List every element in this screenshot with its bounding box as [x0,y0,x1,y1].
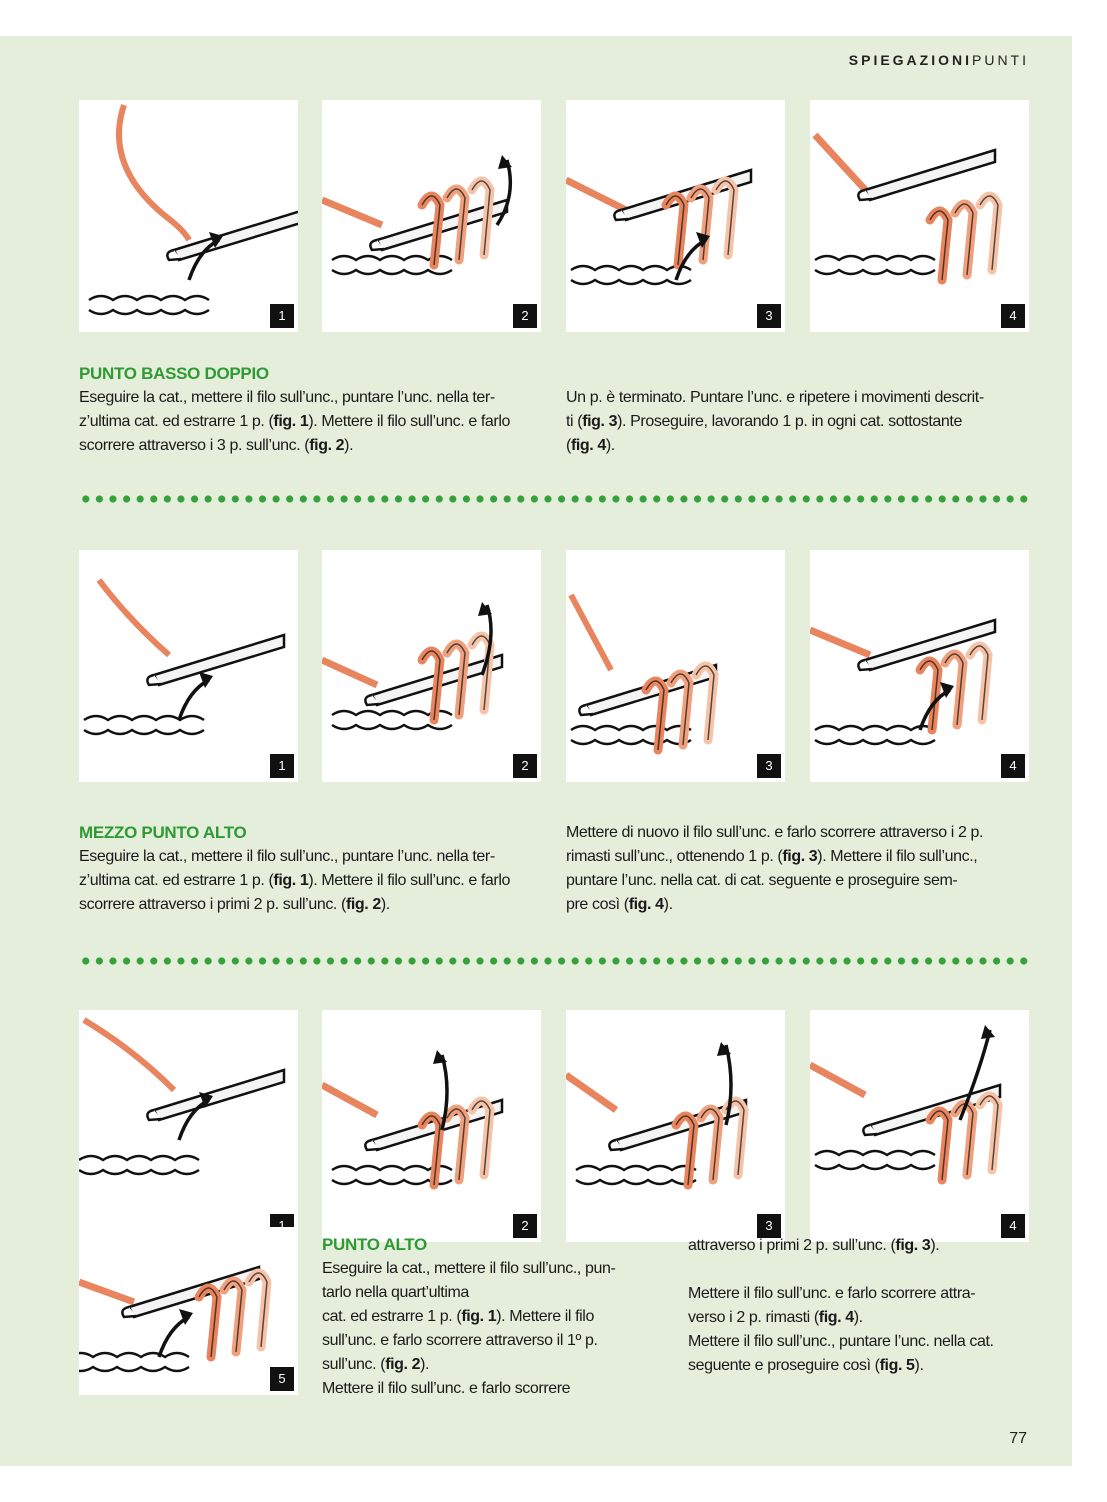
figure-number: 3 [757,1214,781,1238]
crochet-illustration [322,155,513,276]
figure-punto-alto-5: 5 [79,1227,298,1395]
dotted-divider [79,956,1029,966]
crochet-illustration [87,104,298,316]
figure-mezzo-punto-alto-4: 4 [810,550,1029,782]
figure-basso-doppio-3: 3 [566,100,785,332]
dotted-divider [79,494,1029,504]
section-title: PUNTO BASSO DOPPIO [79,364,269,383]
figure-punto-alto-2: 2 [322,1010,541,1242]
figure-number: 2 [513,1214,537,1238]
crochet-illustration [322,602,504,731]
figure-number: 3 [757,304,781,328]
crochet-illustration [810,618,997,746]
figure-number: 1 [270,754,294,778]
figure-mezzo-punto-alto-1: 1 [79,550,298,782]
figure-number: 5 [270,1367,294,1391]
figure-number: 4 [1001,304,1025,328]
section-title: PUNTO ALTO [322,1235,427,1254]
figure-basso-doppio-4: 4 [810,100,1029,332]
figure-number: 2 [513,754,537,778]
figure-punto-alto-1: 1 [79,1010,298,1242]
section-text-left: Eseguire la cat., mettere il filo sull’u… [322,1260,616,1397]
section-text-right: attraverso i primi 2 p. sull’unc. (fig. … [688,1237,994,1374]
figure-number: 2 [513,304,537,328]
header-part-2: PUNTI [972,52,1029,68]
page-number: 77 [1009,1430,1027,1447]
figure-punto-alto-4: 4 [810,1010,1029,1242]
crochet-illustration [79,1265,298,1373]
section-text-right: Un p. è terminato. Puntare l’unc. e ripe… [566,389,984,454]
figure-number: 4 [1001,1214,1025,1238]
crochet-illustration [79,1017,286,1176]
crochet-illustration [812,132,1029,332]
section-title: MEZZO PUNTO ALTO [79,823,247,842]
crochet-illustration [566,1042,785,1242]
figure-punto-alto-3: 3 [566,1010,785,1242]
header-part-1: SPIEGAZIONI [848,52,972,68]
section-text-right: Mettere di nuovo il filo sull’unc. e far… [566,824,984,913]
figure-basso-doppio-1: 1 [79,100,298,332]
section-text-left: Eseguire la cat., mettere il filo sull’u… [79,389,511,454]
crochet-illustration [82,578,286,736]
figure-number: 3 [757,754,781,778]
figure-basso-doppio-2: 2 [322,100,541,332]
section-header: SPIEGAZIONIPUNTI [849,52,1029,68]
section-text-left: Eseguire la cat., mettere il filo sull’u… [79,848,511,913]
crochet-illustration [568,593,785,782]
figure-mezzo-punto-alto-3: 3 [566,550,785,782]
figure-number: 4 [1001,754,1025,778]
crochet-illustration [810,1025,1029,1242]
figure-number: 1 [270,304,294,328]
crochet-illustration [566,168,753,286]
crochet-illustration [322,1050,504,1242]
figure-mezzo-punto-alto-2: 2 [322,550,541,782]
